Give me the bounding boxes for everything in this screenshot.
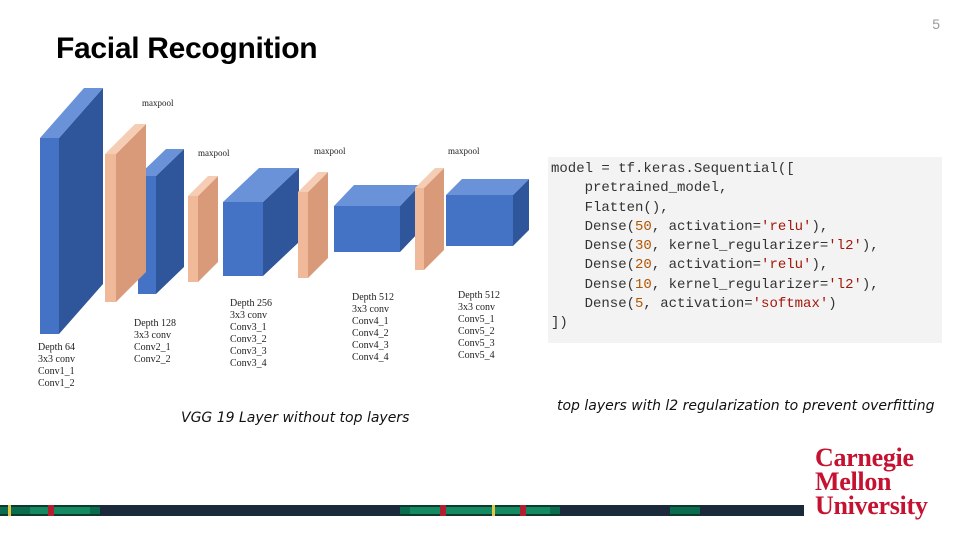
page-number: 5 bbox=[932, 16, 940, 32]
maxpool-layer-4-top bbox=[415, 168, 444, 188]
maxpool-label: maxpool bbox=[198, 148, 230, 158]
maxpool-layer-4-front bbox=[415, 188, 424, 270]
code-panel: model = tf.keras.Sequential([ pretrained… bbox=[548, 157, 942, 343]
slide-title: Facial Recognition bbox=[56, 32, 318, 65]
layer-label: 3x3 conv bbox=[38, 354, 75, 365]
depth-label: Depth 512 bbox=[352, 292, 394, 303]
layer-label: Conv3_1 bbox=[230, 322, 267, 333]
layer-label: Conv5_2 bbox=[458, 326, 495, 337]
code-caption: top layers with l2 regularization to pre… bbox=[557, 398, 935, 414]
logo-line: Carnegie bbox=[815, 443, 914, 472]
cmu-logo: Carnegie Mellon University bbox=[815, 443, 928, 520]
conv-block-2-top bbox=[138, 149, 184, 176]
layer-label: Conv5_1 bbox=[458, 314, 495, 325]
conv-block-1-side bbox=[59, 88, 103, 334]
layer-label: Conv3_4 bbox=[230, 358, 267, 369]
maxpool-layer-2-front bbox=[188, 196, 198, 282]
logo-line: Mellon bbox=[815, 467, 892, 496]
conv-block-5-top bbox=[446, 179, 529, 195]
conv-block-4-front bbox=[334, 206, 400, 252]
layer-label: Conv1_2 bbox=[38, 378, 75, 389]
maxpool-label: maxpool bbox=[448, 146, 480, 156]
depth-label: Depth 512 bbox=[458, 290, 500, 301]
layer-label: 3x3 conv bbox=[230, 310, 267, 321]
layer-label: Conv2_1 bbox=[134, 342, 171, 353]
conv-block-3-side bbox=[263, 168, 299, 276]
diagram-caption: VGG 19 Layer without top layers bbox=[181, 410, 410, 426]
layer-label: 3x3 conv bbox=[352, 304, 389, 315]
maxpool-layer-1-side bbox=[116, 124, 146, 302]
maxpool-layer-2-side bbox=[198, 176, 218, 282]
maxpool-label: maxpool bbox=[142, 98, 174, 108]
layer-label: Conv5_4 bbox=[458, 350, 495, 361]
layer-label: Conv1_1 bbox=[38, 366, 75, 377]
conv-block-5-side bbox=[513, 179, 529, 246]
conv-block-3-front bbox=[223, 202, 263, 276]
layer-label: Conv5_3 bbox=[458, 338, 495, 349]
conv-block-2-side bbox=[156, 149, 184, 294]
code-block: model = tf.keras.Sequential([ pretrained… bbox=[551, 161, 879, 332]
conv-block-5-front bbox=[446, 195, 513, 246]
maxpool-layer-1-top bbox=[105, 124, 146, 154]
maxpool-layer-4-side bbox=[424, 168, 444, 270]
conv-block-1-front bbox=[40, 138, 59, 334]
layer-label: Conv4_3 bbox=[352, 340, 389, 351]
conv-block-4-top bbox=[334, 185, 420, 206]
depth-label: Depth 64 bbox=[38, 342, 75, 353]
tartan-stripe bbox=[0, 505, 804, 516]
layer-label: 3x3 conv bbox=[458, 302, 495, 313]
maxpool-layer-3-top bbox=[298, 172, 328, 192]
layer-label: Conv4_4 bbox=[352, 352, 389, 363]
maxpool-label: maxpool bbox=[314, 146, 346, 156]
layer-label: Conv3_2 bbox=[230, 334, 267, 345]
conv-block-1-top bbox=[40, 88, 103, 138]
layer-label: 3x3 conv bbox=[134, 330, 171, 341]
layer-label: Conv4_1 bbox=[352, 316, 389, 327]
depth-label: Depth 256 bbox=[230, 298, 272, 309]
maxpool-layer-2-top bbox=[188, 176, 218, 196]
conv-block-3-top bbox=[223, 168, 299, 202]
layer-label: Conv4_2 bbox=[352, 328, 389, 339]
maxpool-layer-3-front bbox=[298, 192, 308, 278]
layer-label: Conv3_3 bbox=[230, 346, 267, 357]
maxpool-layer-3-side bbox=[308, 172, 328, 278]
layer-label: Conv2_2 bbox=[134, 354, 171, 365]
logo-line: University bbox=[815, 491, 928, 520]
maxpool-layer-1-front bbox=[105, 154, 116, 302]
depth-label: Depth 128 bbox=[134, 318, 176, 329]
